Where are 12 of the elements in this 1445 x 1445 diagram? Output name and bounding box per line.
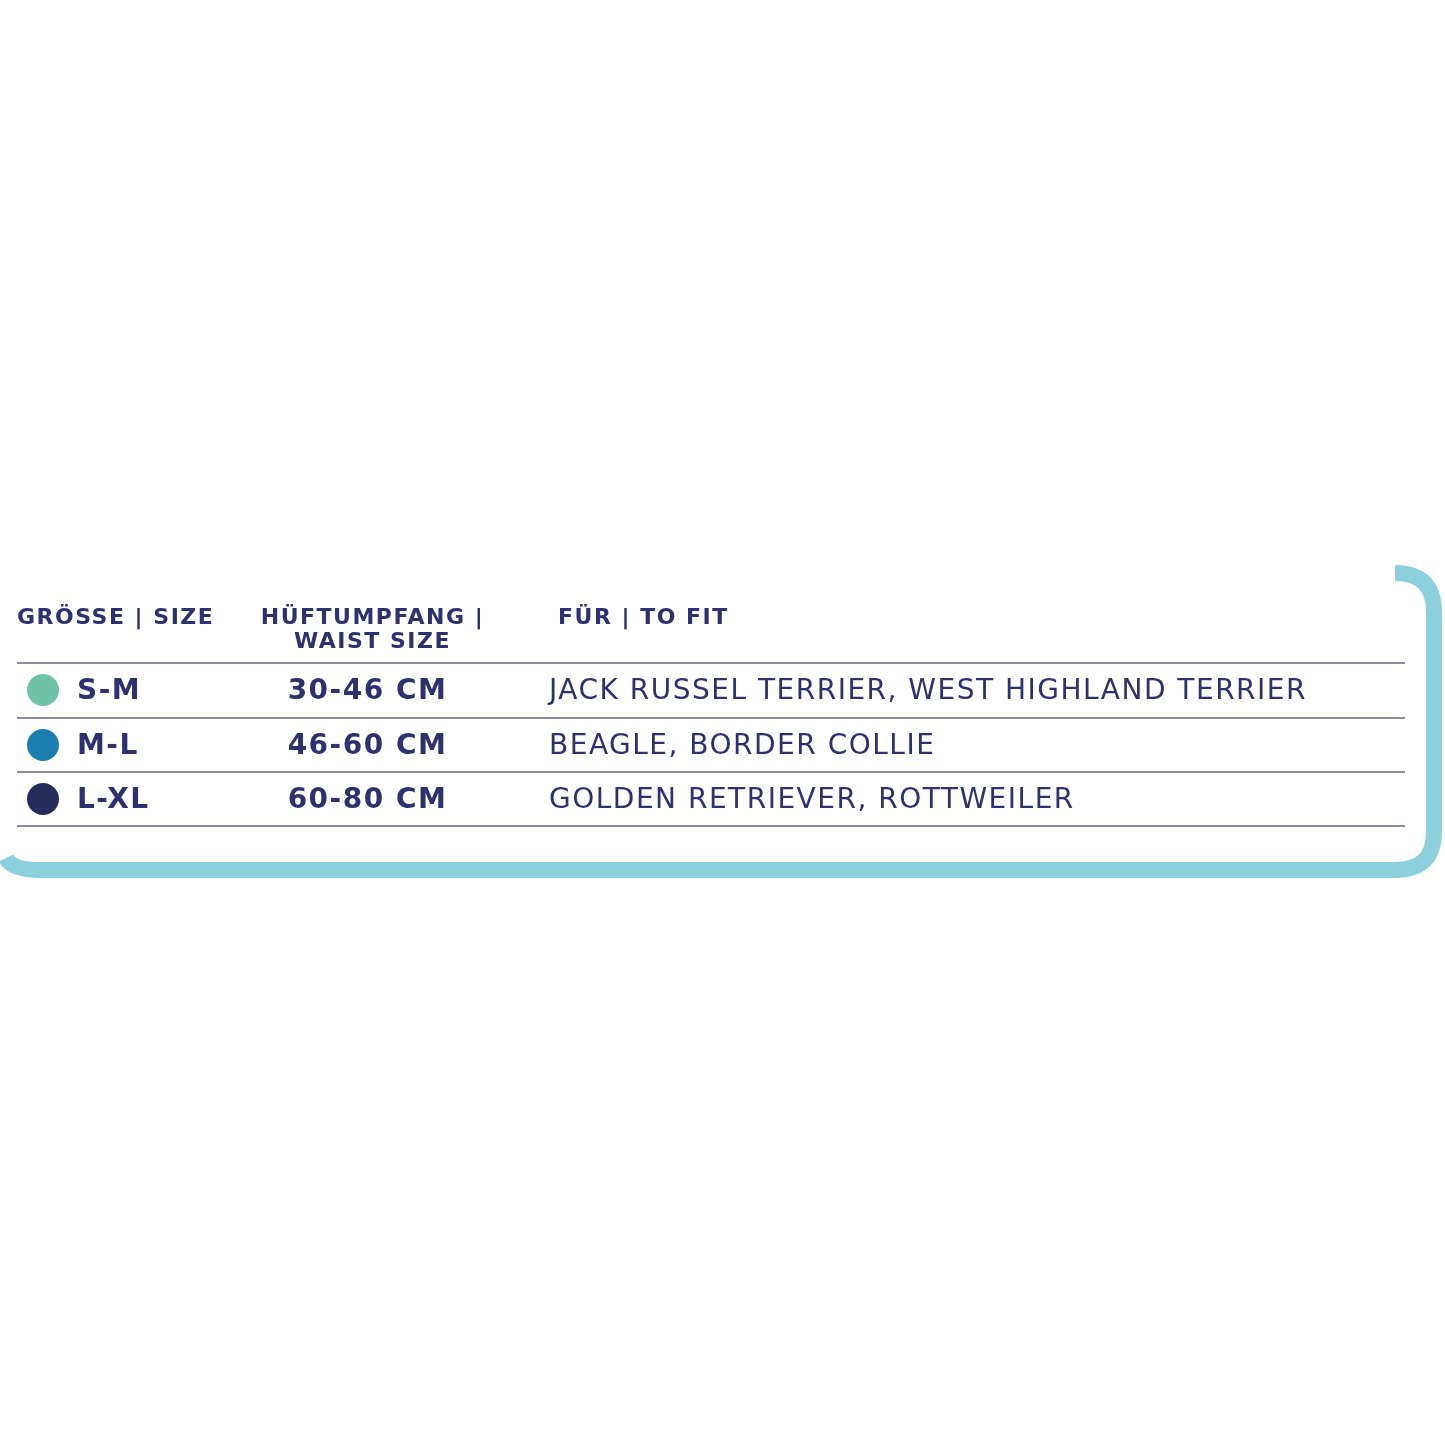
column-header: HÜFTUMPFANG | WAIST SIZE	[259, 605, 486, 653]
table-cell: GOLDEN RETRIEVER, ROTTWEILER	[549, 783, 1075, 815]
size-label: S-M	[77, 674, 142, 706]
size-label: M-L	[77, 729, 139, 761]
table-cell: BEAGLE, BORDER COLLIE	[549, 729, 936, 761]
table-cell-text: 60-80 CM	[286, 783, 449, 815]
column-header: FÜR | TO FIT	[558, 605, 729, 629]
table-cell-text: 46-60 CM	[286, 729, 449, 761]
table-cell-text: 30-46 CM	[286, 674, 449, 706]
size-label: L-XL	[77, 783, 150, 815]
column-header: GRÖSSE | SIZE	[17, 605, 215, 629]
table-cell: JACK RUSSEL TERRIER, WEST HIGHLAND TERRIER	[549, 674, 1307, 706]
